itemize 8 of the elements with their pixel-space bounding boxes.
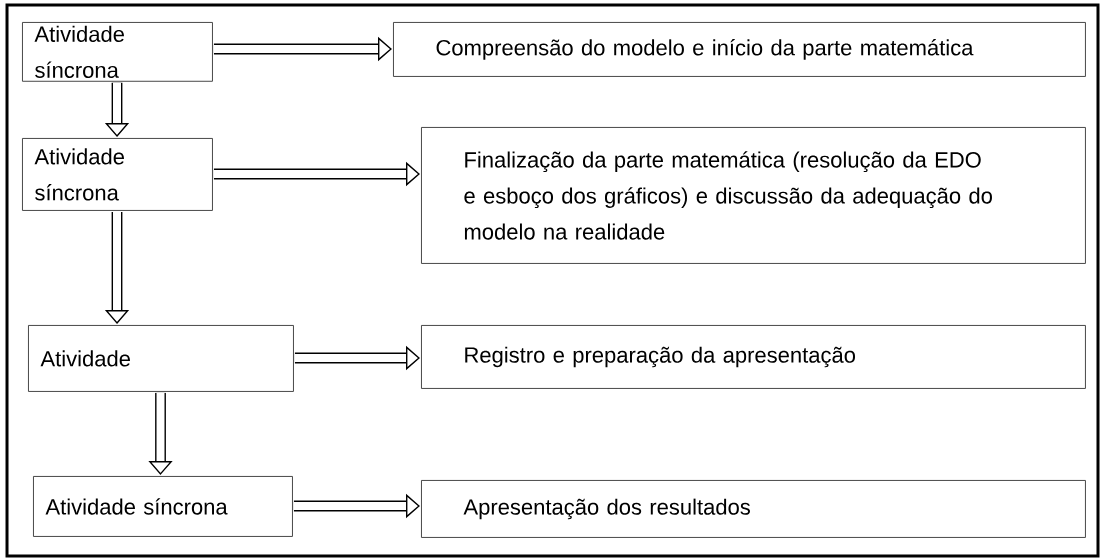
process-box: Apresentação dos resultados xyxy=(421,480,1086,538)
process-box: Atividade síncrona xyxy=(22,22,213,82)
process-box: Registro e preparação da apresentação xyxy=(421,325,1086,389)
process-box: Finalização da parte matemática (resolução da EDO e esboço dos gráficos) e discussão da adequação do modelo na realidade xyxy=(421,127,1086,264)
process-box: Atividade síncrona xyxy=(33,476,293,537)
process-box: Atividade síncrona xyxy=(22,138,213,211)
process-box: Atividade xyxy=(28,325,294,392)
process-box: Compreensão do modelo e início da parte matemática xyxy=(393,22,1086,77)
